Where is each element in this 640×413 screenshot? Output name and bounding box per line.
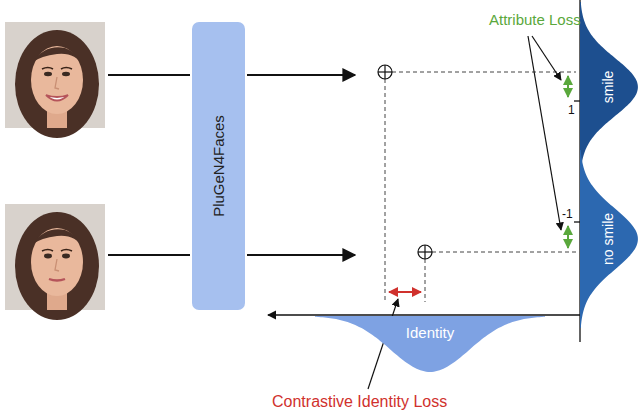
face-neutral-part xyxy=(42,250,53,252)
embedding-point-part xyxy=(418,245,432,259)
axes-part xyxy=(574,100,580,101)
face-neutral-part xyxy=(61,250,72,252)
leader-lines-part xyxy=(532,36,561,80)
loss-label: Attribute Loss xyxy=(489,12,581,29)
tick-label: 1 xyxy=(568,104,575,117)
attribute-loss-arrows-part xyxy=(567,226,569,248)
face-smile xyxy=(5,22,105,138)
no-smile-distribution-curve xyxy=(580,150,638,328)
axes-part xyxy=(574,221,580,222)
smile-distribution: smile xyxy=(580,2,638,172)
tick-label: -1 xyxy=(562,208,573,221)
face-neutral xyxy=(5,204,105,320)
dashed-guides-part xyxy=(385,79,386,302)
smile-distribution-curve xyxy=(580,2,638,172)
face-neutral-part xyxy=(33,229,83,248)
identity-loss-arrow-part xyxy=(389,291,421,293)
node-text: Identity xyxy=(406,325,454,342)
identity-loss-arrow xyxy=(389,291,421,293)
identity-distribution-curve xyxy=(315,316,545,372)
face-smile-part xyxy=(33,47,83,66)
face-smile-part xyxy=(55,77,59,89)
face-smile-part xyxy=(42,68,53,70)
flow-arrows-part xyxy=(247,74,355,76)
face-neutral-part xyxy=(44,254,52,259)
node-text: PluGeN4Faces xyxy=(210,115,227,217)
attribute-loss-arrows xyxy=(567,76,569,248)
dashed-guides xyxy=(385,72,576,302)
identity-distribution: Identity xyxy=(315,316,545,372)
face-neutral-part xyxy=(49,279,65,281)
leader-lines-part xyxy=(528,36,561,230)
node-text: smile xyxy=(601,71,616,104)
embedding-point-part xyxy=(384,65,385,79)
flow-arrows-part xyxy=(108,254,190,256)
face-neutral-part xyxy=(62,254,70,259)
face-smile-part xyxy=(62,72,70,76)
attribute-loss-arrows-part xyxy=(567,76,569,97)
face-smile-part xyxy=(15,30,99,138)
face-smile-part xyxy=(61,68,72,70)
flow-arrows-part xyxy=(247,254,355,256)
dashed-guides-part xyxy=(392,72,576,73)
axes xyxy=(268,0,580,342)
face-neutral-part xyxy=(15,212,99,320)
flow-arrows-part xyxy=(108,74,190,76)
no-smile-distribution: no smile xyxy=(580,150,638,328)
face-neutral-part xyxy=(55,259,59,271)
dashed-guides-part xyxy=(425,259,426,302)
loss-label: Contrastive Identity Loss xyxy=(272,393,447,411)
face-smile-part xyxy=(31,46,83,114)
face-smile-part xyxy=(44,72,52,76)
face-neutral-part xyxy=(31,228,83,296)
embedding-point-part xyxy=(424,245,425,259)
embedding-point xyxy=(378,65,432,259)
model-box: PluGeN4Faces xyxy=(192,22,245,310)
axes-part xyxy=(268,314,580,315)
node-text: no smile xyxy=(601,213,616,265)
dashed-guides-part xyxy=(432,252,576,253)
embedding-point-part xyxy=(378,65,392,79)
face-smile-part xyxy=(46,95,68,101)
